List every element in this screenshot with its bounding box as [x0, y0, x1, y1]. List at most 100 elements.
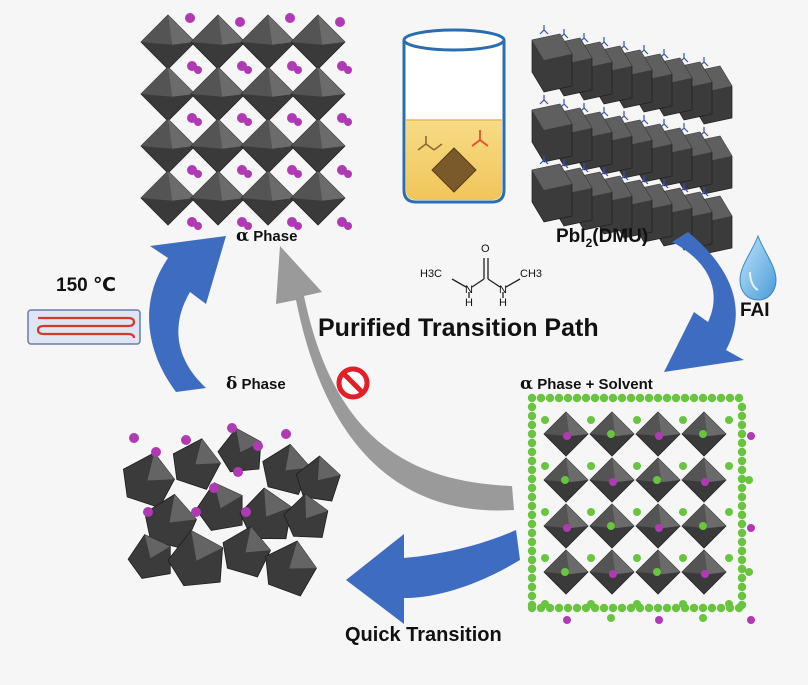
delta-phase-cations [129, 423, 291, 517]
delta-octahedron [172, 438, 221, 490]
solvent-border-dot [644, 603, 654, 613]
solvent-border-dot [635, 393, 645, 403]
solvent-molecule [541, 416, 549, 424]
solvent-border-dot [737, 573, 747, 583]
alpha-cation [194, 66, 202, 74]
solvent-border-dot [737, 411, 747, 421]
solvent-molecule [679, 554, 687, 562]
alpha-cation [194, 170, 202, 178]
delta-octahedron [222, 526, 271, 578]
solvent-border-dot [617, 603, 627, 613]
solvent-border-dot [737, 438, 747, 448]
delta-octahedron [217, 427, 262, 473]
solvent-border-dot [527, 573, 537, 583]
solvent-border-dot [716, 393, 726, 403]
alpha-cation [294, 118, 302, 126]
solvent-cation [701, 478, 709, 486]
alpha-octahedron [240, 170, 296, 226]
alpha-cation [344, 118, 352, 126]
solvent-border-dot [737, 420, 747, 430]
solvent-cation [563, 616, 571, 624]
solvent-border-dot [527, 438, 537, 448]
solvent-border-dot [737, 402, 747, 412]
solvent-border-dot [737, 474, 747, 484]
solvent-border-dot [527, 591, 537, 601]
solvent-border-dot [599, 603, 609, 613]
solvent-molecule [633, 508, 641, 516]
solvent-molecule [725, 600, 733, 608]
delta-cation [209, 483, 219, 493]
delta-cation [191, 507, 201, 517]
solvent-octahedron [589, 457, 635, 503]
layer-octahedron [531, 25, 573, 93]
solvent-molecule [633, 416, 641, 424]
alpha-phase-cations [185, 13, 352, 230]
arrow-purified-path [276, 246, 514, 511]
solvent-molecule [725, 554, 733, 562]
alpha-phase-lattice [140, 14, 346, 226]
delta-cation [181, 435, 191, 445]
solvent-octahedron [589, 549, 635, 595]
solvent-border-dot [527, 528, 537, 538]
pbi2-dmu-label: PbI2(DMU) [556, 226, 648, 250]
solvent-border-dot [737, 456, 747, 466]
solvent-border-dot [608, 603, 618, 613]
solvent-cation [747, 616, 755, 624]
alpha-octahedron [290, 170, 346, 226]
solvent-border-dot [689, 603, 699, 613]
solvent-border-dot [527, 465, 537, 475]
solvent-border-dot [554, 393, 564, 403]
solvent-border-dot [737, 465, 747, 475]
solvent-molecule [541, 600, 549, 608]
delta-phase-word: Phase [241, 376, 286, 393]
solvent-molecule [541, 462, 549, 470]
alpha-cation [194, 118, 202, 126]
solvent-border-dot [527, 447, 537, 457]
pbi2-dmu-layered-structure [531, 25, 733, 255]
dmu-n-right: N [499, 284, 507, 296]
pbi2-base: PbI [556, 226, 586, 247]
delta-cation [233, 467, 243, 477]
solvent-border-dot [707, 603, 717, 613]
solvent-cation [655, 524, 663, 532]
alpha-phase-label: α Phase [236, 226, 297, 246]
solvent-molecule [679, 508, 687, 516]
solvent-molecule [587, 462, 595, 470]
alpha-cation [235, 17, 245, 27]
solvent-border-dot [527, 537, 537, 547]
solvent-molecule [745, 568, 753, 576]
dmu-right-group: CH3 [520, 268, 543, 280]
alpha-octahedron [290, 118, 346, 174]
solvent-border-dot [527, 393, 537, 403]
dmu-n-left: N [465, 284, 473, 296]
solvent-molecule [679, 416, 687, 424]
alpha-solvent-word: Phase + Solvent [537, 376, 653, 393]
solvent-border-dot [527, 501, 537, 511]
quick-transition-label: Quick Transition [345, 624, 502, 646]
solvent-border-dot [734, 393, 744, 403]
alpha-octahedron [190, 14, 246, 70]
solvent-border-dot [680, 393, 690, 403]
alpha-cation [294, 222, 302, 230]
alpha-cation [194, 222, 202, 230]
solvent-border-dot [527, 600, 537, 610]
solvent-border-dot [563, 393, 573, 403]
delta-cation [143, 507, 153, 517]
solvent-molecule [679, 600, 687, 608]
solvent-molecule [653, 568, 661, 576]
alpha-cation [244, 170, 252, 178]
solvent-molecule [587, 508, 595, 516]
dmu-left-group: H3C [420, 268, 443, 280]
solvent-cation [747, 524, 755, 532]
solvent-border-dot [737, 582, 747, 592]
alpha-cation [244, 66, 252, 74]
dmu-oxygen: O [481, 243, 490, 255]
alpha-cation [344, 170, 352, 178]
solvent-border-dot [527, 564, 537, 574]
alpha-octahedron [240, 66, 296, 122]
solvent-border-dot [545, 393, 555, 403]
alpha-cation [335, 17, 345, 27]
solvent-border-dot [617, 393, 627, 403]
solvent-border-dot [725, 393, 735, 403]
